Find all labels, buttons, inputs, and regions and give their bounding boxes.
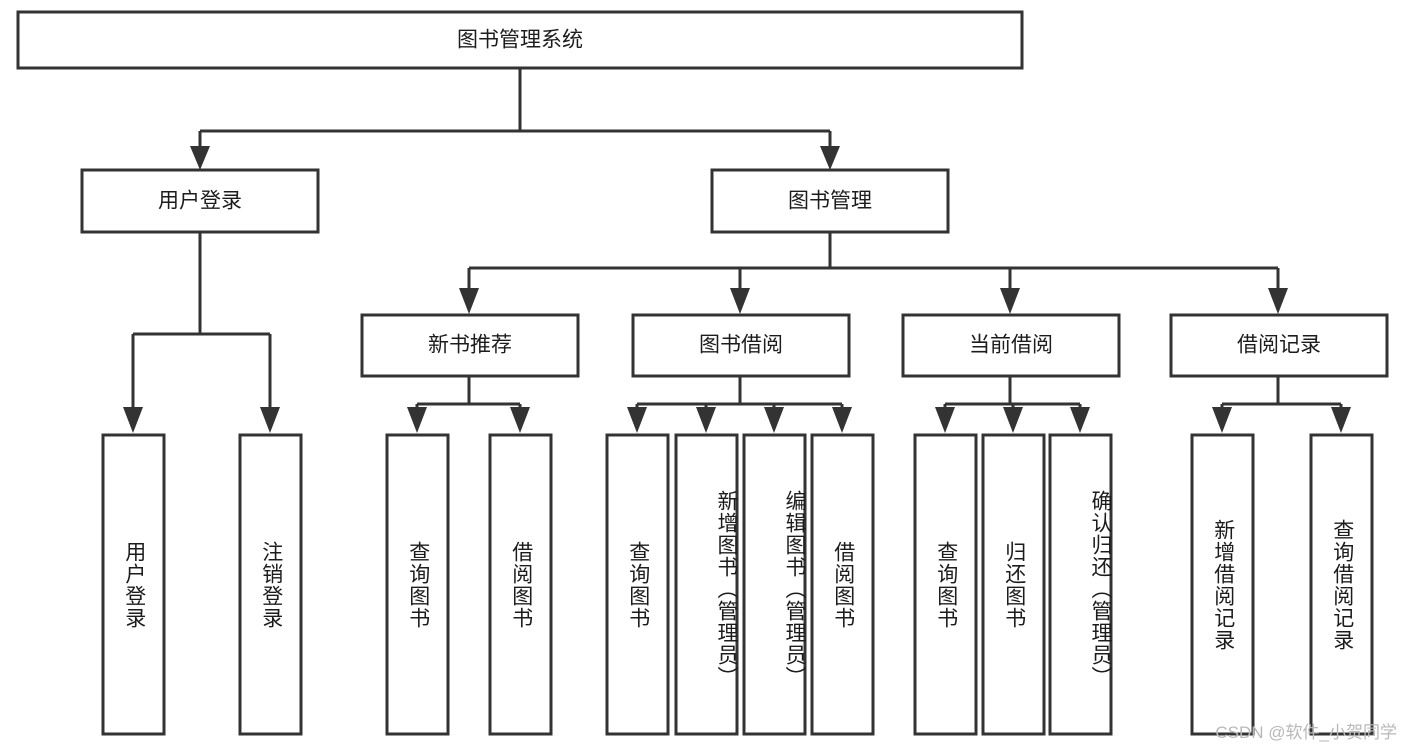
arrow-head-to-borrow-record — [1268, 288, 1288, 314]
arrow-head-leaf-edit-book — [764, 407, 784, 433]
connectors-root-to-level2 — [190, 68, 840, 170]
node-book-borrow[interactable]: 图书借阅 — [631, 313, 851, 378]
node-user-login[interactable]: 用户登录 — [80, 168, 320, 234]
arrow-head-to-book-management — [820, 146, 840, 170]
node-current-borrow-label: 当前借阅 — [969, 334, 1053, 357]
arrow-head-leaf-query-record — [1331, 407, 1351, 433]
arrow-head-leaf-return-book — [1003, 407, 1023, 433]
node-root-box[interactable] — [16, 10, 1024, 70]
arrow-head-leaf-logout — [260, 407, 280, 433]
connectors-book-borrow-to-leaves — [627, 376, 852, 433]
connectors-new-book-recommend-to-leaves — [407, 376, 530, 433]
arrow-head-to-new-book-recommend — [459, 288, 479, 314]
node-borrow-record-box[interactable] — [1169, 313, 1389, 378]
node-new-book-recommend-label: 新书推荐 — [428, 334, 512, 357]
node-root-label: 图书管理系统 — [457, 29, 583, 52]
node-leaf-edit-book-box[interactable] — [742, 433, 807, 736]
node-leaf-query-book-3-box[interactable] — [913, 433, 978, 736]
arrow-head-leaf-user-login — [123, 407, 143, 433]
connectors-book-management-to-level3 — [459, 232, 1288, 314]
node-borrow-record[interactable]: 借阅记录 — [1169, 313, 1389, 378]
node-leaf-query-book-2-box[interactable] — [605, 433, 670, 736]
arrow-head-leaf-add-record — [1212, 407, 1232, 433]
arrow-head-to-book-borrow — [730, 288, 750, 314]
node-book-borrow-box[interactable] — [631, 313, 851, 378]
arrow-head-leaf-query-book-2 — [627, 407, 647, 433]
connectors-borrow-record-to-leaves — [1212, 376, 1351, 433]
node-leaf-borrow-book-2-box[interactable] — [810, 433, 875, 736]
node-leaf-borrow-book-1-box[interactable] — [488, 433, 553, 736]
node-leaf-return-book-box[interactable] — [981, 433, 1046, 736]
node-book-management-box[interactable] — [710, 168, 950, 234]
arrow-head-leaf-add-book — [696, 407, 716, 433]
arrow-head-leaf-borrow-book-2 — [832, 407, 852, 433]
node-user-login-label: 用户登录 — [158, 190, 242, 213]
arrow-head-leaf-query-book-1 — [407, 407, 427, 433]
node-book-management-label: 图书管理 — [788, 190, 872, 213]
arrow-head-leaf-query-book-3 — [935, 407, 955, 433]
arrow-head-leaf-borrow-book-1 — [510, 407, 530, 433]
node-leaf-confirm-return-box[interactable] — [1048, 433, 1113, 736]
node-book-management[interactable]: 图书管理 — [710, 168, 950, 234]
node-new-book-recommend-box[interactable] — [360, 313, 580, 378]
node-leaf-user-login-box[interactable] — [101, 433, 166, 736]
node-borrow-record-label: 借阅记录 — [1237, 334, 1321, 357]
node-user-login-box[interactable] — [80, 168, 320, 234]
node-leaf-add-record-box[interactable] — [1190, 433, 1255, 736]
node-leaf-query-book-1-box[interactable] — [385, 433, 450, 736]
arrow-head-to-current-borrow — [1000, 288, 1020, 314]
arrow-head-leaf-confirm-return — [1070, 407, 1090, 433]
connectors-user-login-to-leaves — [123, 232, 280, 433]
node-new-book-recommend[interactable]: 新书推荐 — [360, 313, 580, 378]
node-leaf-logout-box[interactable] — [238, 433, 303, 736]
arrow-head-to-user-login — [190, 146, 210, 170]
watermark-text: CSDN @软件_小贺同学 — [1215, 723, 1397, 742]
connectors-current-borrow-to-leaves — [935, 376, 1090, 433]
node-leaf-add-book-box[interactable] — [674, 433, 739, 736]
node-current-borrow-box[interactable] — [901, 313, 1121, 378]
node-leaf-query-record-box[interactable] — [1309, 433, 1374, 736]
node-book-borrow-label: 图书借阅 — [699, 334, 783, 357]
node-root[interactable]: 图书管理系统 — [16, 10, 1024, 70]
node-current-borrow[interactable]: 当前借阅 — [901, 313, 1121, 378]
